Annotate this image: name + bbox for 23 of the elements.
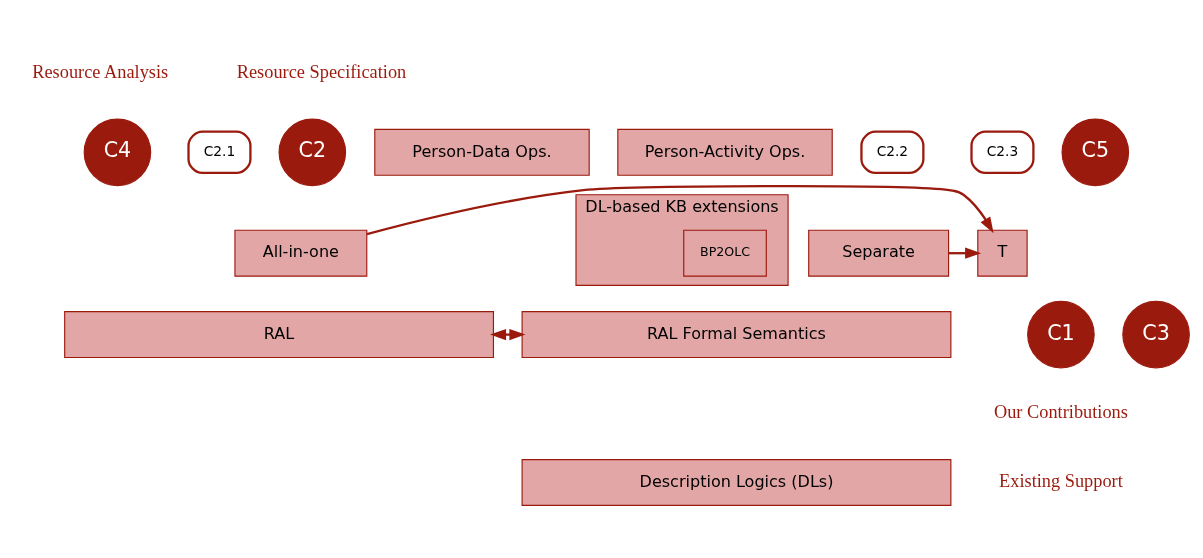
node-box: Separate xyxy=(808,229,950,277)
label: Resource Specification xyxy=(236,61,407,82)
node-circle: C1 xyxy=(1027,300,1095,369)
node-box: Person-Activity Ops. xyxy=(617,128,833,176)
label: C2.1 xyxy=(203,142,236,159)
arrow xyxy=(366,185,994,236)
label: Existing Support xyxy=(999,470,1123,491)
node-box: T xyxy=(977,229,1028,277)
node-circle: C4 xyxy=(83,118,152,187)
node-circle: C5 xyxy=(1061,118,1130,187)
node-box: Description Logics (DLs) xyxy=(521,459,952,506)
node-box: All-in-one xyxy=(234,229,368,277)
node-box: Person-Data Ops. xyxy=(374,128,590,176)
label: Our Contributions xyxy=(993,402,1128,423)
node-box: RAL xyxy=(64,311,495,359)
node-circle: C3 xyxy=(1122,300,1190,369)
arrow xyxy=(490,328,526,341)
label: C2.2 xyxy=(876,142,909,159)
label: Resource Analysis xyxy=(32,61,169,82)
node-circle: C2 xyxy=(278,118,347,187)
node-box: BP2OLC xyxy=(683,229,767,277)
node-box: RAL Formal Semantics xyxy=(521,311,952,359)
label: C2.3 xyxy=(986,142,1019,159)
